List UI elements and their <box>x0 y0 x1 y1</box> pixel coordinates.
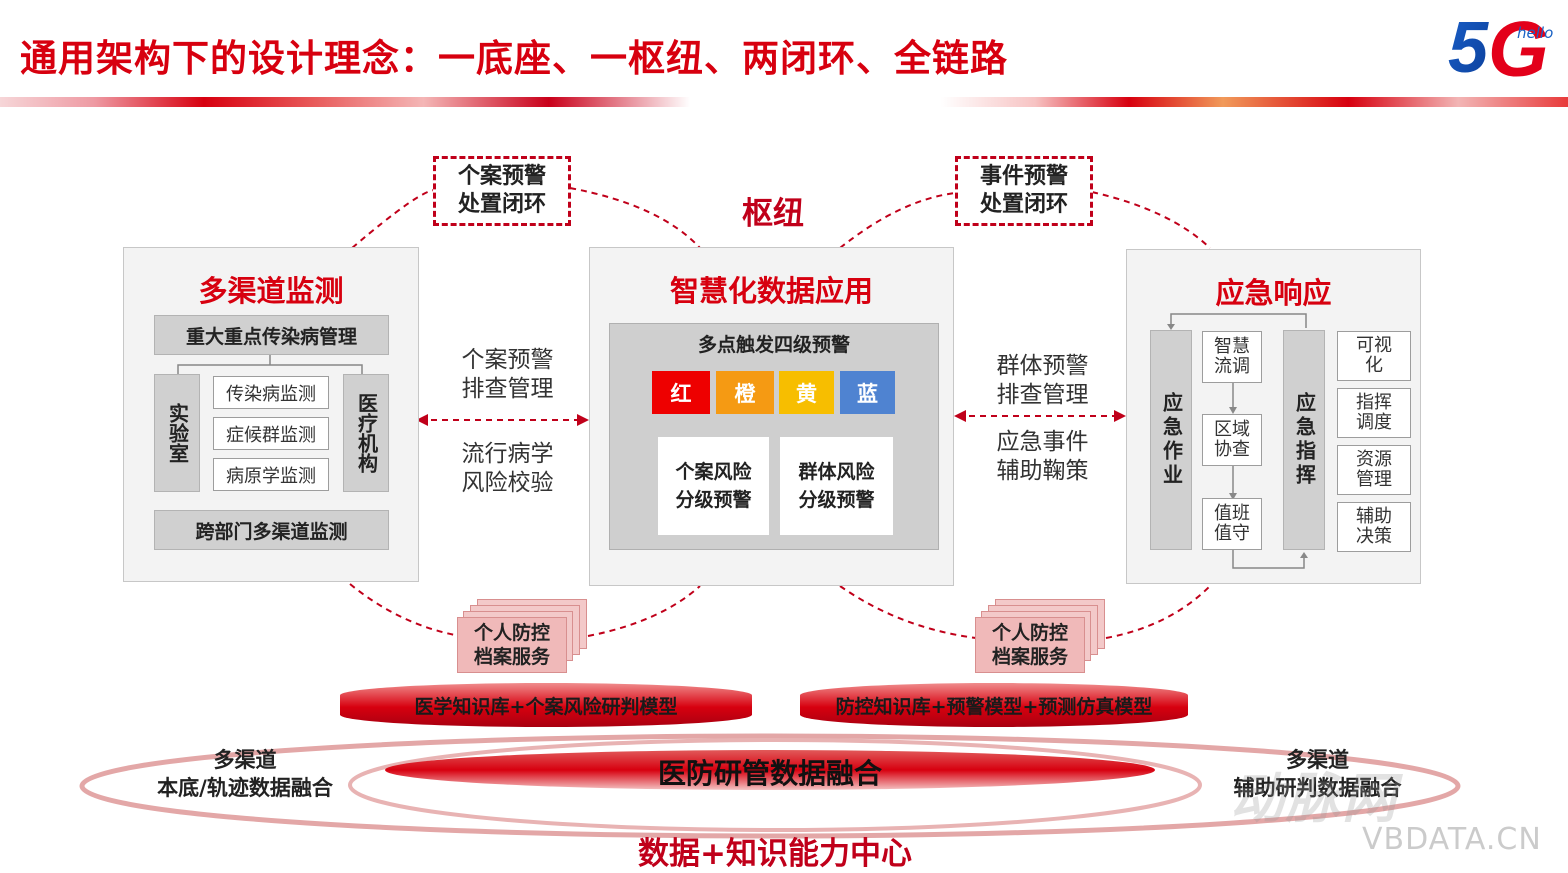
case-alert-loop-line2: 处置闭环 <box>457 192 546 217</box>
assisted-data-line1: 多渠道 <box>1286 748 1349 772</box>
on-duty-box: 值班值守 <box>1202 498 1262 550</box>
on-duty-line1: 值班 <box>1214 503 1250 524</box>
regional-coordination-line1: 区域 <box>1214 419 1250 440</box>
level-yellow: 黄 <box>779 371 834 414</box>
resource-management-line2: 管理 <box>1356 469 1392 490</box>
archive-left-line1: 个人防控 <box>473 622 550 644</box>
resource-management-box: 资源管理 <box>1337 445 1411 495</box>
prevention-knowledge-pill: 防控知识库+预警模型+预测仿真模型 <box>800 683 1188 727</box>
emergency-operation-label: 应急作业 <box>1159 392 1184 488</box>
command-dispatch-line2: 调度 <box>1356 412 1392 433</box>
baseline-data-line2: 本底/轨迹数据融合 <box>157 776 333 800</box>
data-knowledge-center-label: 数据+知识能力中心 <box>638 836 912 872</box>
level-red: 红 <box>652 371 710 414</box>
command-dispatch-line1: 指挥 <box>1356 392 1392 413</box>
individual-risk-line1: 个案风险 <box>675 461 752 483</box>
baseline-data-fusion-text: 多渠道 本底/轨迹数据融合 <box>130 746 360 802</box>
emergency-decision-text: 应急事件 辅助鞠策 <box>975 428 1110 486</box>
event-alert-loop-line1: 事件预警 <box>979 164 1068 189</box>
emergency-operation-column: 应急作业 <box>1150 330 1192 550</box>
smart-epi-line1: 智慧 <box>1214 336 1250 357</box>
regional-coordination-line2: 协查 <box>1214 439 1250 460</box>
watermark-logo: 动脉网 <box>1230 767 1398 830</box>
smart-epi-investigation-box: 智慧流调 <box>1202 331 1262 383</box>
emergency-decision-line2: 辅助鞠策 <box>996 458 1089 484</box>
case-alert-screening-line1: 个案预警 <box>461 347 554 373</box>
individual-risk-line2: 分级预警 <box>675 489 752 511</box>
logo-hello-text: hello <box>1517 24 1554 42</box>
event-alert-loop-line2: 处置闭环 <box>979 192 1068 217</box>
command-dispatch-box: 指挥调度 <box>1337 388 1411 438</box>
emergency-command-label: 应急指挥 <box>1292 392 1317 488</box>
emergency-response-title: 应急响应 <box>1215 276 1332 310</box>
visualization-line1: 可视 <box>1356 335 1392 356</box>
bracket-connector <box>177 355 363 375</box>
smart-epi-line2: 流调 <box>1214 356 1250 377</box>
assisted-data-line2: 辅助研判数据融合 <box>1233 776 1402 800</box>
decision-support-line2: 决策 <box>1356 526 1392 547</box>
archive-left-card: 个人防控档案服务 <box>457 617 567 673</box>
5g-hello-logo: 5 G <box>1448 6 1549 82</box>
emergency-flow-connectors <box>1167 313 1308 569</box>
major-disease-management-bar: 重大重点传染病管理 <box>154 315 389 355</box>
smart-data-application-title: 智慧化数据应用 <box>669 274 873 308</box>
level-blue: 蓝 <box>840 371 895 414</box>
medical-institution-column: 医疗机构 <box>343 374 389 492</box>
emergency-decision-line1: 应急事件 <box>996 429 1089 455</box>
decision-support-line1: 辅助 <box>1356 506 1392 527</box>
epidemiology-risk-text: 流行病学 风险校验 <box>440 440 575 498</box>
case-alert-loop-box: 个案预警处置闭环 <box>433 156 571 226</box>
syndrome-monitoring-box: 症候群监测 <box>213 417 329 450</box>
svg-text:G: G <box>1488 6 1549 82</box>
visualization-line2: 化 <box>1365 355 1383 376</box>
emergency-command-column: 应急指挥 <box>1283 330 1325 550</box>
infectious-disease-monitoring-box: 传染病监测 <box>213 376 329 409</box>
decorative-banner <box>0 97 1568 107</box>
regional-coordination-box: 区域协查 <box>1202 414 1262 466</box>
event-alert-loop-box: 事件预警处置闭环 <box>955 156 1093 226</box>
epidemiology-risk-line2: 风险校验 <box>461 470 554 496</box>
group-risk-alert-box: 群体风险分级预警 <box>780 437 893 535</box>
baseline-data-line1: 多渠道 <box>213 748 277 772</box>
archive-right-card: 个人防控档案服务 <box>975 617 1085 673</box>
visualization-box: 可视化 <box>1337 331 1411 381</box>
laboratory-column: 实验室 <box>154 374 200 492</box>
hub-label: 枢纽 <box>742 196 804 232</box>
laboratory-label: 实验室 <box>165 403 190 463</box>
on-duty-line2: 值守 <box>1214 523 1250 544</box>
level-orange: 橙 <box>716 371 774 414</box>
assisted-data-fusion-text: 多渠道 辅助研判数据融合 <box>1205 746 1430 802</box>
archive-left-line2: 档案服务 <box>473 646 550 668</box>
decision-support-box: 辅助决策 <box>1337 502 1411 552</box>
four-level-alert-title: 多点触发四级预警 <box>697 334 850 356</box>
individual-risk-alert-box: 个案风险分级预警 <box>658 437 769 535</box>
pathogen-monitoring-box: 病原学监测 <box>213 458 329 491</box>
multi-channel-monitoring-title: 多渠道监测 <box>198 274 344 308</box>
case-alert-screening-line2: 排查管理 <box>461 376 554 402</box>
group-alert-screening-text: 群体预警 排查管理 <box>975 352 1110 410</box>
case-alert-screening-text: 个案预警 排查管理 <box>440 346 575 404</box>
epidemiology-risk-line1: 流行病学 <box>461 441 554 467</box>
medical-institution-label: 医疗机构 <box>354 393 379 473</box>
cross-department-monitoring-bar: 跨部门多渠道监测 <box>154 510 389 550</box>
medical-knowledge-pill: 医学知识库+个案风险研判模型 <box>340 683 752 727</box>
watermark-url: VBDATA.CN <box>1362 822 1542 857</box>
case-alert-loop-line1: 个案预警 <box>457 164 546 189</box>
group-risk-line1: 群体风险 <box>798 461 875 483</box>
medical-data-fusion-label: 医防研管数据融合 <box>657 757 882 790</box>
group-alert-screening-line1: 群体预警 <box>996 353 1089 379</box>
page-title: 通用架构下的设计理念：一底座、一枢纽、两闭环、全链路 <box>20 37 1008 80</box>
group-risk-line2: 分级预警 <box>798 489 875 511</box>
group-alert-screening-line2: 排查管理 <box>996 382 1089 408</box>
archive-right-line1: 个人防控 <box>991 622 1068 644</box>
svg-text:5: 5 <box>1448 8 1489 82</box>
resource-management-line1: 资源 <box>1356 449 1392 470</box>
archive-right-line2: 档案服务 <box>991 646 1068 668</box>
